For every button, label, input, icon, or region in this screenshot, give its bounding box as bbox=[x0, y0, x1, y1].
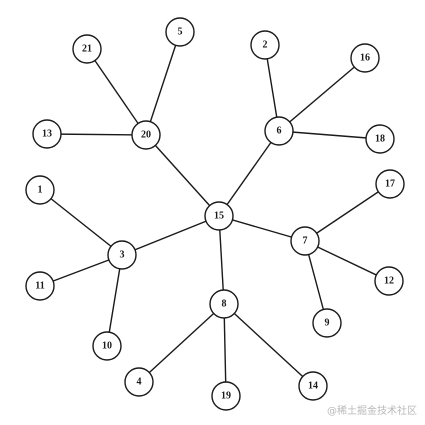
node-circle-7 bbox=[290, 226, 320, 256]
node-circle-6 bbox=[264, 116, 294, 146]
node-label-18: 18 bbox=[375, 134, 385, 145]
node-circle-2 bbox=[250, 30, 280, 60]
node-label-3: 3 bbox=[120, 250, 125, 261]
node-label-9: 9 bbox=[325, 318, 330, 329]
edge-15-7 bbox=[218, 215, 306, 242]
node-14: 14 bbox=[298, 371, 328, 401]
node-label-8: 8 bbox=[222, 299, 227, 310]
edge-20-13 bbox=[46, 133, 147, 136]
node-10: 10 bbox=[92, 331, 122, 361]
node-label-21: 21 bbox=[82, 44, 92, 55]
node-label-13: 13 bbox=[42, 129, 52, 140]
edge-7-17 bbox=[304, 183, 391, 242]
node-label-10: 10 bbox=[102, 341, 112, 352]
node-circle-3 bbox=[107, 240, 137, 270]
watermark-text: @稀土掘金技术社区 bbox=[327, 406, 417, 417]
edge-7-12 bbox=[304, 240, 390, 282]
node-label-19: 19 bbox=[221, 391, 231, 402]
node-1: 1 bbox=[25, 175, 55, 205]
node-circle-17 bbox=[375, 169, 405, 199]
edge-3-10 bbox=[106, 254, 123, 347]
node-circle-1 bbox=[25, 175, 55, 205]
node-21: 21 bbox=[72, 34, 102, 64]
node-circle-15 bbox=[204, 201, 234, 231]
node-circle-4 bbox=[124, 367, 154, 397]
node-17: 17 bbox=[375, 169, 405, 199]
edge-8-19 bbox=[223, 303, 227, 397]
node-label-6: 6 bbox=[277, 126, 282, 137]
node-12: 12 bbox=[374, 266, 404, 296]
edge-6-18 bbox=[278, 130, 381, 140]
node-6: 6 bbox=[264, 116, 294, 146]
node-15: 15 bbox=[204, 201, 234, 231]
node-circle-9 bbox=[312, 308, 342, 338]
node-circle-10 bbox=[92, 331, 122, 361]
node-circle-19 bbox=[211, 381, 241, 411]
node-2: 2 bbox=[250, 30, 280, 60]
node-18: 18 bbox=[365, 124, 395, 154]
edge-20-21 bbox=[86, 48, 147, 136]
node-9: 9 bbox=[312, 308, 342, 338]
node-20: 20 bbox=[131, 120, 161, 150]
node-label-7: 7 bbox=[303, 236, 308, 247]
node-circle-18 bbox=[365, 124, 395, 154]
node-label-1: 1 bbox=[38, 185, 43, 196]
node-5: 5 bbox=[165, 17, 195, 47]
node-circle-20 bbox=[131, 120, 161, 150]
node-16: 16 bbox=[350, 43, 380, 73]
node-circle-13 bbox=[32, 119, 62, 149]
node-circle-5 bbox=[165, 17, 195, 47]
node-label-12: 12 bbox=[384, 276, 394, 287]
node-3: 3 bbox=[107, 240, 137, 270]
edge-8-14 bbox=[223, 303, 314, 387]
node-label-4: 4 bbox=[137, 377, 142, 388]
node-19: 19 bbox=[211, 381, 241, 411]
node-circle-8 bbox=[209, 289, 239, 319]
node-label-16: 16 bbox=[360, 53, 370, 64]
edge-8-4 bbox=[138, 303, 225, 383]
node-label-14: 14 bbox=[308, 381, 318, 392]
node-circle-21 bbox=[72, 34, 102, 64]
node-circle-11 bbox=[25, 271, 55, 301]
edge-15-20 bbox=[145, 134, 220, 217]
edge-15-3 bbox=[121, 215, 220, 256]
node-7: 7 bbox=[290, 226, 320, 256]
node-label-11: 11 bbox=[35, 281, 44, 292]
node-label-5: 5 bbox=[178, 27, 183, 38]
node-label-20: 20 bbox=[141, 130, 151, 141]
node-label-2: 2 bbox=[263, 40, 268, 51]
node-circle-12 bbox=[374, 266, 404, 296]
node-circle-14 bbox=[298, 371, 328, 401]
edge-20-5 bbox=[145, 31, 181, 136]
edge-3-1 bbox=[39, 189, 123, 256]
edge-6-16 bbox=[278, 57, 366, 132]
node-label-15: 15 bbox=[214, 211, 224, 222]
node-circle-16 bbox=[350, 43, 380, 73]
node-11: 11 bbox=[25, 271, 55, 301]
node-13: 13 bbox=[32, 119, 62, 149]
node-4: 4 bbox=[124, 367, 154, 397]
edge-15-6 bbox=[218, 130, 280, 217]
node-8: 8 bbox=[209, 289, 239, 319]
node-label-17: 17 bbox=[385, 179, 395, 190]
